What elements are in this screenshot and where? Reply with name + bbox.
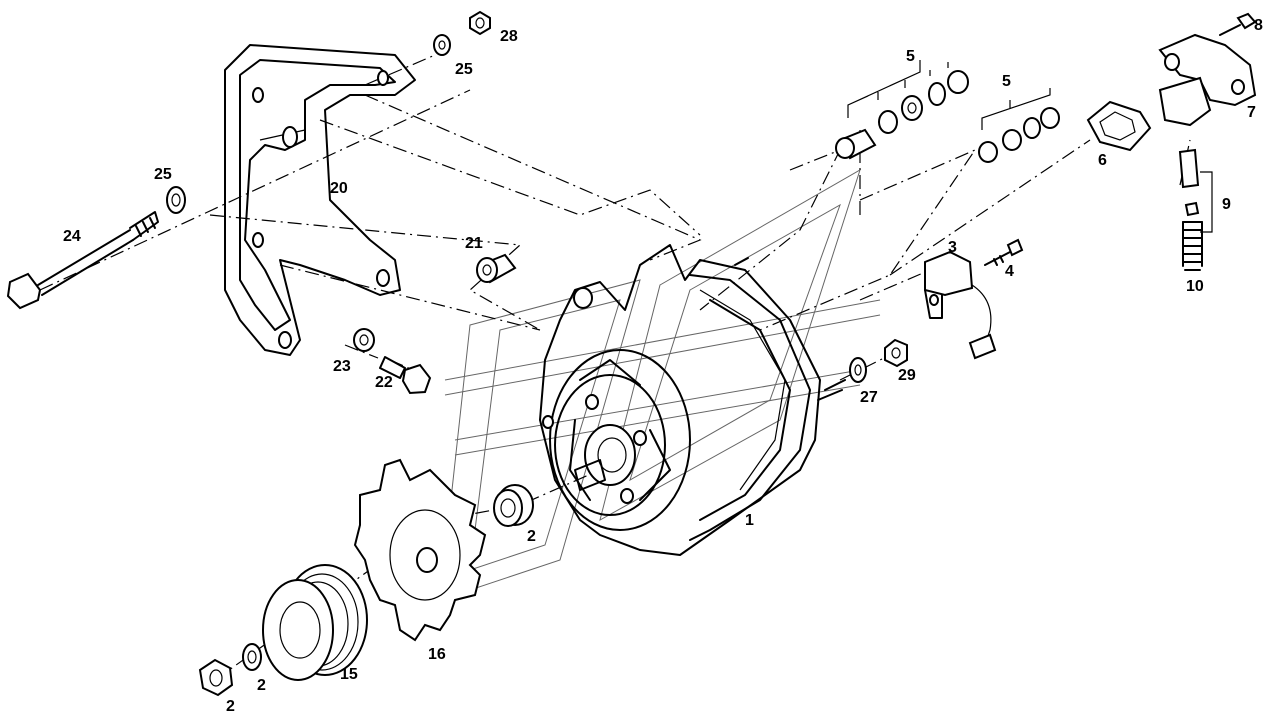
callout-labels: 1 2 2 2 3 4 5 5 6 7 8 9 10 15 16 20 21 2…	[63, 17, 1263, 715]
alternator-body-1	[539, 244, 846, 556]
callout-10: 10	[1186, 278, 1204, 295]
washer-2-pulley	[242, 643, 262, 671]
callout-6: 6	[1098, 152, 1107, 169]
fan-16	[353, 458, 487, 642]
callout-1: 1	[745, 512, 754, 529]
washer-2-shaft	[493, 484, 534, 527]
washer-25-left	[166, 186, 186, 214]
callout-29: 29	[898, 367, 916, 384]
callout-2a: 2	[527, 528, 536, 545]
callout-25b: 25	[455, 61, 473, 78]
nut-29	[884, 338, 908, 368]
callout-23: 23	[333, 358, 351, 375]
callout-7: 7	[1247, 104, 1256, 121]
brush-holder-7	[1158, 33, 1257, 127]
nut-28	[469, 10, 491, 36]
callout-25a: 25	[154, 166, 172, 183]
spring-10	[1182, 221, 1203, 271]
callout-8: 8	[1254, 17, 1263, 34]
screw-8	[1219, 12, 1257, 36]
callout-28: 28	[500, 28, 518, 45]
brush-9	[1178, 148, 1213, 233]
washer-25-top	[433, 34, 451, 56]
screw-4	[984, 238, 1024, 266]
bolt-22	[379, 356, 432, 395]
callout-22: 22	[375, 374, 393, 391]
callout-15: 15	[340, 666, 358, 683]
bracket-20	[224, 44, 416, 356]
parts-5-upper	[835, 60, 969, 160]
pulley-15	[262, 564, 368, 681]
bushing-21	[476, 253, 517, 284]
callout-5b: 5	[1002, 73, 1011, 90]
callout-2c: 2	[226, 698, 235, 715]
callout-4: 4	[1005, 263, 1014, 280]
washer-23	[353, 328, 375, 352]
nut-2	[198, 658, 234, 697]
capacitor-3	[924, 250, 997, 360]
callout-27: 27	[860, 389, 878, 406]
watermark-logo	[439, 168, 881, 601]
bolt-24	[6, 211, 159, 310]
washer-27	[849, 357, 867, 383]
callout-20: 20	[330, 180, 348, 197]
callout-2b: 2	[257, 677, 266, 694]
callout-3: 3	[948, 239, 957, 256]
callout-9: 9	[1222, 196, 1231, 213]
cover-6	[1086, 100, 1152, 152]
callout-21: 21	[465, 235, 483, 252]
callout-16: 16	[428, 646, 446, 663]
parts-5-lower	[978, 88, 1060, 163]
callout-5a: 5	[906, 48, 915, 65]
callout-24: 24	[63, 228, 81, 245]
